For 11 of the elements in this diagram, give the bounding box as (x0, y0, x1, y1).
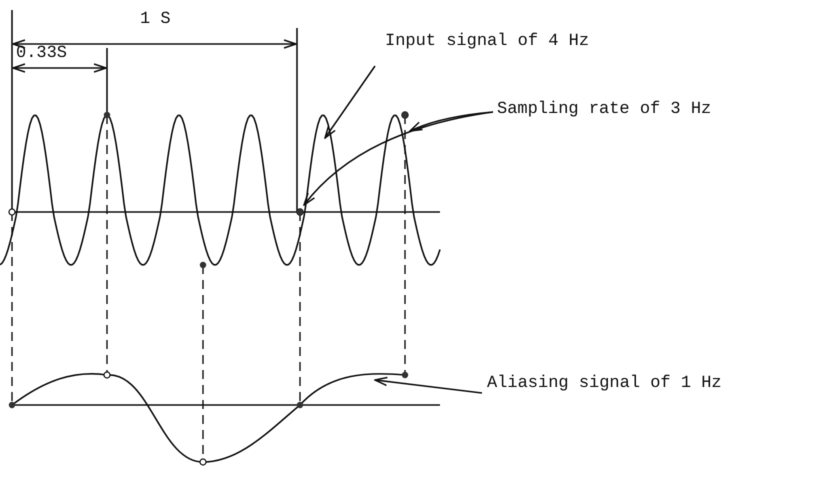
dashed-line (402, 112, 408, 378)
leader-line (409, 111, 494, 132)
dimension-label: 0.33S (16, 44, 68, 64)
leader-line (374, 376, 482, 394)
callout-text: Aliasing signal of 1 Hz (487, 374, 722, 394)
leader-line (324, 66, 376, 139)
dimension-label: 1 S (140, 10, 171, 30)
dashed-line (296, 208, 304, 408)
callout-text: Sampling rate of 3 Hz (497, 100, 712, 120)
waveform-curve (0, 114, 441, 266)
callout-text: Input signal of 4 Hz (385, 32, 590, 52)
